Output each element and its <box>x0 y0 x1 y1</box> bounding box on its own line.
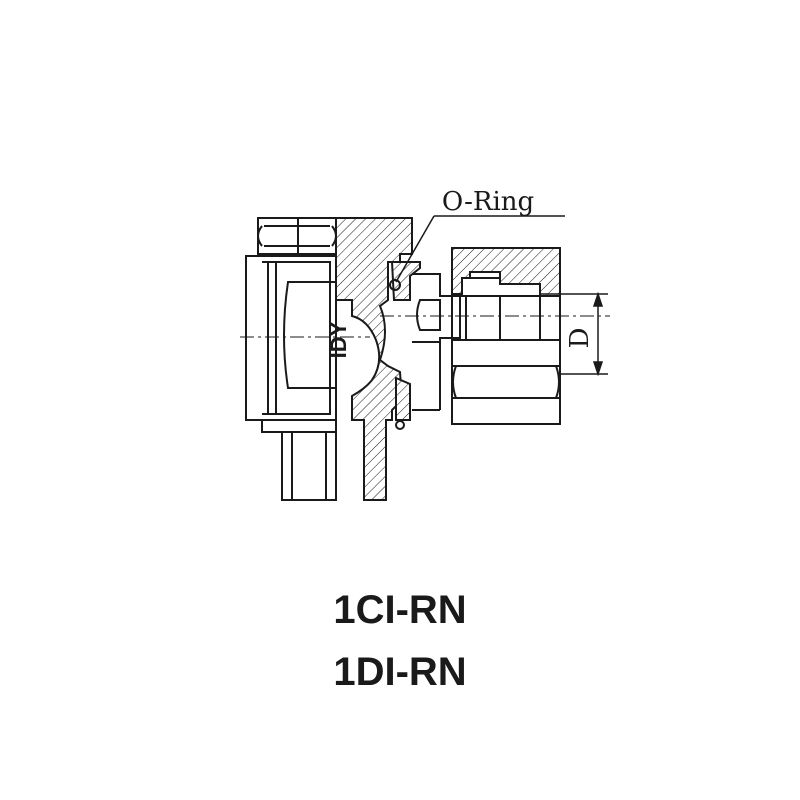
banjo-body <box>245 255 337 433</box>
oring-label: O-Ring <box>442 187 534 217</box>
idy-logo-text: IDY <box>326 321 351 358</box>
dimension-d-label: D <box>565 328 595 349</box>
male-thread-stud <box>281 431 337 501</box>
hollow-bolt-section <box>335 217 421 501</box>
female-nut-body <box>451 295 561 425</box>
model-number-1: 1CI-RN <box>333 588 467 632</box>
model-number-2: 1DI-RN <box>333 650 467 694</box>
oring-leader <box>395 215 565 283</box>
dimension-d <box>540 291 608 377</box>
female-nut-section <box>451 247 561 297</box>
oring-groove <box>389 279 405 430</box>
left-swivel-nut-hex <box>257 217 337 255</box>
elbow-branch <box>412 273 461 411</box>
centerlines <box>240 315 610 338</box>
